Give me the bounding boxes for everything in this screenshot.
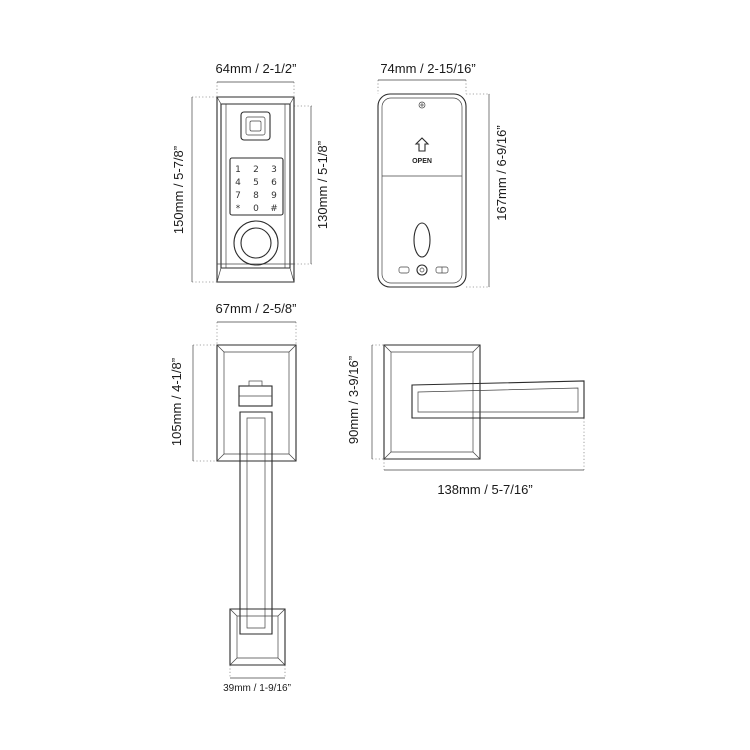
handleset-view: 67mm / 2-5/8” 105mm / 4-1/8” 39mm / 1-9/… (169, 301, 297, 694)
thumb-knob-inner (240, 227, 272, 259)
keypad-panel (229, 157, 284, 216)
keypad-key: 4 (235, 178, 241, 188)
keypad-key: 8 (253, 191, 259, 201)
keypad-key: 6 (271, 178, 277, 188)
keypad-keys: 1 2 3 4 5 6 7 8 9 * 0 # (235, 165, 278, 214)
keypad-key: 0 (253, 204, 259, 214)
lever-arm (411, 380, 585, 419)
open-label: OPEN (412, 158, 432, 165)
handle-grip (239, 411, 273, 635)
keypad-key: 9 (271, 191, 277, 201)
keypad-key: # (270, 204, 278, 214)
keypad-key: 3 (271, 165, 277, 175)
interior-height-label: 167mm / 6-9/16” (494, 125, 509, 220)
interior-unit-view: OPEN 74mm / 2-15/16” 167mm / 6-9/16” (377, 61, 509, 288)
interior-outer-body (377, 93, 467, 288)
handle-base-width-label: 39mm / 1-9/16” (223, 683, 291, 694)
lever-rose-plate (383, 344, 481, 460)
left-indicator-icon (398, 266, 410, 274)
thumb-turn (413, 222, 431, 258)
reset-button-icon (416, 264, 428, 276)
lever-length-label: 138mm / 5-7/16” (437, 482, 532, 497)
lever-height-label: 90mm / 3-9/16” (346, 356, 361, 444)
lever-view: 90mm / 3-9/16” 138mm / 5-7/16” (346, 344, 585, 497)
keypad-width-label: 64mm / 2-1/2” (216, 61, 297, 76)
keypad-key: * (236, 204, 241, 214)
interior-width-label: 74mm / 2-15/16” (380, 61, 475, 76)
handleset-plate-height-label: 105mm / 4-1/8” (169, 358, 184, 446)
keypad-key: 5 (253, 178, 259, 188)
keypad-key: 7 (235, 191, 241, 201)
handle-bottom-base (229, 608, 286, 666)
keypad-front-view: 1 2 3 4 5 6 7 8 9 * 0 # 64mm / 2-1/2” 150mm / 5-7/8… (171, 61, 330, 283)
handleset-top-plate (216, 344, 297, 462)
keypad-height-label: 150mm / 5-7/8” (171, 146, 186, 234)
screw-icon (418, 101, 426, 109)
keypad-key: 2 (253, 165, 259, 175)
keypad-key: 1 (235, 165, 241, 175)
thumb-knob-outer (233, 220, 279, 266)
handleset-width-label: 67mm / 2-5/8” (216, 301, 297, 316)
open-arrow-icon (414, 137, 430, 152)
fingerprint-sensor-icon (240, 111, 271, 141)
keypad-inner-height-label: 130mm / 5-1/8” (315, 141, 330, 229)
